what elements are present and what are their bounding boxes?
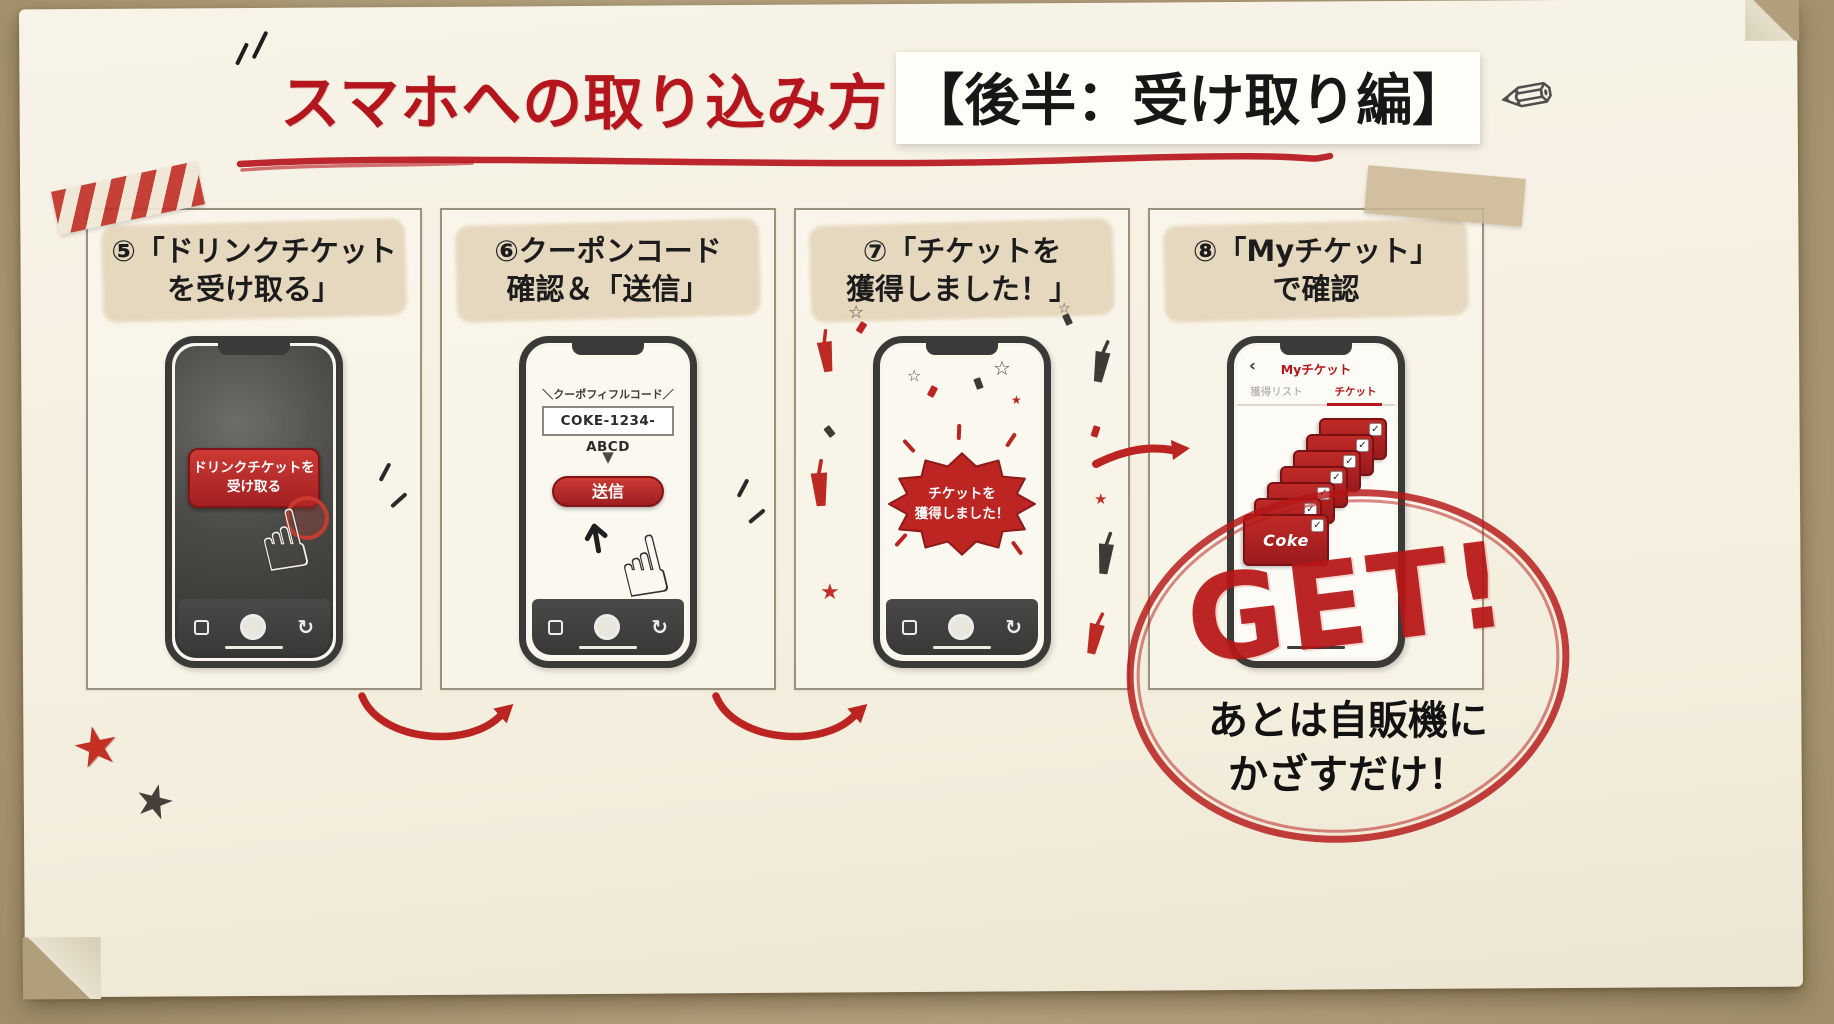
check-icon: ✓ — [1311, 519, 1324, 532]
send-button[interactable]: 送信 — [552, 476, 664, 507]
confetti — [973, 377, 984, 390]
back-chevron-icon[interactable]: ‹ — [1249, 356, 1257, 376]
get-stamp: GET! あとは自販機に かざすだけ！ — [1106, 464, 1590, 868]
home-button-icon[interactable] — [594, 614, 621, 640]
phone-screen: ‹ Myチケット 獲得リスト チケット ✓ ✓ ✓ ✓ ✓ ✓ — [1237, 346, 1395, 658]
phone-notch — [218, 342, 290, 355]
step8-heading: ⑧「Myチケット」 で確認 — [1150, 218, 1482, 323]
ticket-tabs: 獲得リスト チケット — [1237, 384, 1395, 405]
cursor-arrow-icon — [584, 523, 608, 554]
step5-heading: ⑤「ドリンクチケット を受け取る」 — [88, 218, 420, 323]
phone-notch — [1280, 342, 1352, 355]
success-message: チケットを 獲得しました！ — [914, 486, 1010, 523]
title-underline — [236, 152, 1334, 172]
tab-tickets[interactable]: チケット — [1334, 386, 1377, 398]
browser-nav-bar: ↻ — [178, 599, 330, 655]
ray — [956, 423, 962, 441]
home-indicator — [933, 646, 991, 649]
phone-notch — [572, 342, 644, 355]
step-panel-5: ⑤「ドリンクチケット を受け取る」 ドリンクチケットを 受け取る ☝ ↻ — [86, 208, 422, 690]
browser-nav-bar: ↻ — [886, 599, 1038, 655]
ticket-stack: ✓ ✓ ✓ ✓ ✓ ✓ ✓ Coke — [1243, 412, 1391, 614]
coupon-code-field[interactable]: COKE-1234-ABCD — [542, 406, 674, 455]
paper-fold-corner — [1744, 0, 1800, 41]
drink-cup-icon — [1087, 612, 1105, 655]
confetti — [823, 425, 836, 438]
star-icon: ☆ — [848, 302, 865, 323]
home-indicator — [1287, 646, 1345, 649]
arrow-step5-6 — [358, 692, 514, 741]
check-icon: ✓ — [1317, 487, 1330, 500]
page-title-highlight: 【後半：受け取り編】 — [896, 52, 1481, 144]
check-icon: ✓ — [1356, 439, 1369, 452]
tap-highlight — [285, 496, 329, 540]
refresh-icon[interactable]: ↻ — [1005, 615, 1022, 639]
drink-cup-icon — [810, 458, 828, 507]
title: スマホへの取り込み方 【後半：受け取り編】 ✏ — [0, 52, 1834, 144]
pencil-icon: ✏ — [1494, 56, 1560, 140]
star-icon: ★ — [820, 580, 840, 605]
home-indicator — [579, 646, 637, 649]
phone-screen: ☆ ☆ ★ チケットを 獲得しました！ — [883, 346, 1041, 658]
refresh-icon[interactable]: ↻ — [297, 615, 314, 639]
my-ticket-header: Myチケット — [1280, 362, 1352, 377]
home-button-icon[interactable] — [240, 614, 267, 640]
step-panel-7: ⑦「チケットを 獲得しました！」 — [794, 208, 1130, 690]
tab-active-underline — [1327, 403, 1382, 406]
step-panel-6: ⑥クーポンコード 確認＆「送信」 ＼クーポフィフルコード／ COKE-1234-… — [440, 208, 776, 690]
step6-heading: ⑥クーポンコード 確認＆「送信」 — [442, 218, 774, 323]
confetti — [926, 385, 939, 398]
receive-ticket-button[interactable]: ドリンクチケットを 受け取る — [188, 448, 320, 508]
phone-step7: ☆ ☆ ★ チケットを 獲得しました！ — [873, 336, 1051, 668]
tick-mark — [378, 462, 391, 482]
check-icon: ✓ — [1330, 471, 1343, 484]
phone-step6: ＼クーポフィフルコード／ COKE-1234-ABCD ▼ 送信 ☝ ↻ — [519, 336, 697, 668]
steps-row: ⑤「ドリンクチケット を受け取る」 ドリンクチケットを 受け取る ☝ ↻ — [86, 208, 1484, 690]
home-indicator — [225, 646, 283, 649]
phone-step5: ドリンクチケットを 受け取る ☝ ↻ — [165, 336, 343, 668]
arrow-step7-8 — [1092, 440, 1190, 468]
ray — [1004, 432, 1018, 448]
arrow-step6-7 — [712, 692, 868, 741]
star-icon: ☆ — [907, 366, 922, 385]
page-title: スマホへの取り込み方 — [280, 68, 889, 139]
check-icon: ✓ — [1343, 455, 1356, 468]
tick-mark — [736, 478, 749, 498]
step7-heading: ⑦「チケットを 獲得しました！」 — [796, 218, 1128, 323]
phone-step8: ‹ Myチケット 獲得リスト チケット ✓ ✓ ✓ ✓ ✓ ✓ — [1227, 336, 1405, 668]
phone-notch — [926, 342, 998, 355]
step-panel-8: ⑧「Myチケット」 で確認 ‹ Myチケット 獲得リスト チケット ✓ ✓ — [1148, 208, 1484, 690]
tick-mark — [389, 492, 407, 508]
tick-mark — [747, 508, 766, 524]
phone-screen: ドリンクチケットを 受け取る ☝ ↻ — [175, 346, 333, 658]
star-icon: ★ — [1094, 490, 1108, 508]
paper-curl-corner — [22, 936, 102, 1000]
drink-cup-icon — [1098, 531, 1114, 575]
home-button-icon[interactable] — [948, 614, 975, 640]
stamp-note: あとは自販機に かざすだけ！ — [1208, 698, 1488, 798]
success-bubble — [888, 452, 1036, 556]
drink-cup-icon — [816, 329, 833, 373]
refresh-icon[interactable]: ↻ — [651, 615, 668, 639]
tab-divider — [1237, 404, 1395, 406]
drink-cup-icon — [1093, 340, 1111, 383]
down-triangle-icon: ▼ — [602, 448, 614, 466]
star-icon: ☆ — [1058, 301, 1071, 317]
browser-nav-bar: ↻ — [532, 599, 684, 655]
nav-square-icon[interactable] — [548, 619, 563, 635]
star-icon: ★ — [1011, 393, 1022, 407]
check-icon: ✓ — [1369, 423, 1382, 436]
phone-screen: ＼クーポフィフルコード／ COKE-1234-ABCD ▼ 送信 ☝ ↻ — [529, 346, 687, 658]
nav-square-icon[interactable] — [194, 619, 209, 635]
tab-acquired-list[interactable]: 獲得リスト — [1250, 386, 1303, 398]
star-icon: ☆ — [993, 356, 1011, 380]
ticket-brand-label: Coke — [1263, 530, 1309, 550]
coke-ticket-card[interactable]: ✓ Coke — [1243, 514, 1329, 566]
nav-square-icon[interactable] — [902, 619, 917, 635]
coupon-code-label: ＼クーポフィフルコード／ — [542, 388, 674, 401]
